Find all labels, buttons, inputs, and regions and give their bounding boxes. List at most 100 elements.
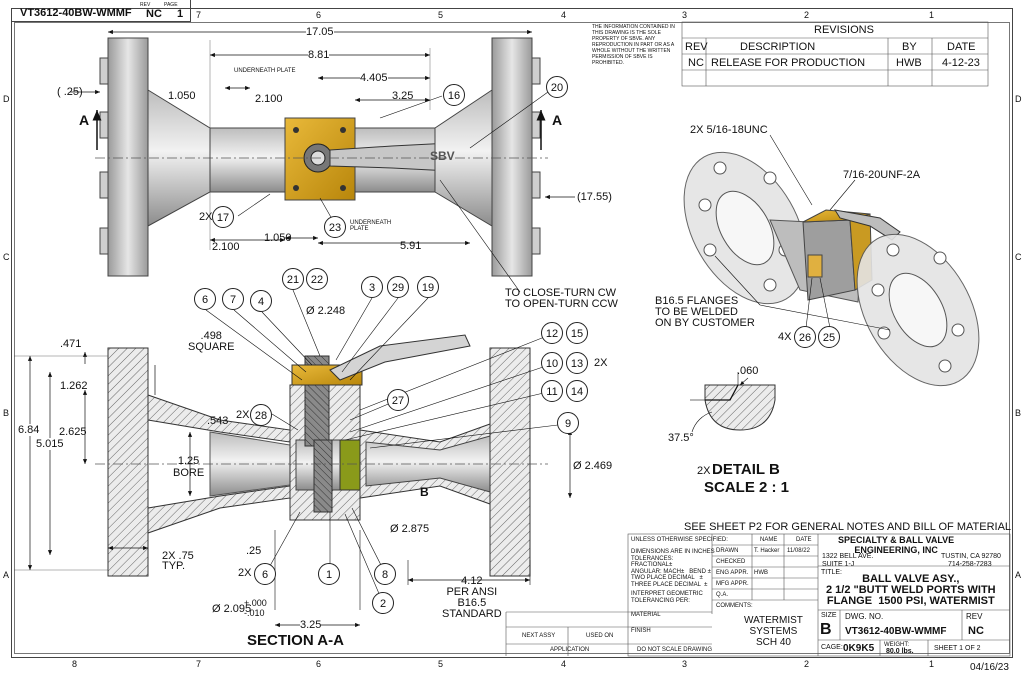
rev-header-description: DESCRIPTION <box>740 41 816 53</box>
note-2x-13: 2X <box>594 357 608 369</box>
note-flange-weld: B16.5 FLANGES TO BE WELDED ON BY CUSTOME… <box>655 295 755 329</box>
dim-d25: ( .25) <box>57 86 83 98</box>
balloon-9: 9 <box>557 412 579 434</box>
balloon-3: 3 <box>361 276 383 298</box>
dim-2095-tol-plus: +.000 <box>244 598 267 608</box>
zone-bottom-4: 4 <box>561 659 567 669</box>
tb-cage-label: CAGE: <box>821 644 843 651</box>
tb-cage: 0K9K5 <box>843 643 875 654</box>
tb-used-on: USED ON <box>586 633 614 639</box>
dim-1262: 1.262 <box>60 380 88 392</box>
tb-eng-name: HWB <box>754 570 768 576</box>
dim-325: 3.25 <box>392 90 414 102</box>
zone-bottom-3: 3 <box>682 659 688 669</box>
note-underneath-plate-2: UNDERNEATH PLATE <box>350 220 392 232</box>
tb-address2: SUITE 1-J <box>822 561 855 568</box>
balloon-11: 11 <box>541 380 563 402</box>
zone-top-7: 7 <box>196 10 202 20</box>
zone-top-6: 6 <box>316 10 322 20</box>
rev-header-date: DATE <box>947 41 976 53</box>
tb-drawn-name: T. Hacker <box>754 548 780 554</box>
tb-mfg-appr: MFG APPR. <box>716 581 749 587</box>
tb-sheet: SHEET 1 OF 2 <box>934 645 981 652</box>
detail-b-view <box>690 372 776 433</box>
dim-2625: 2.625 <box>59 426 87 438</box>
header-page-value: 1 <box>177 8 184 20</box>
drawing-inner-border <box>14 22 1010 654</box>
zone-right-B: B <box>1015 408 1022 418</box>
tb-city: TUSTIN, CA 92780 <box>941 553 1001 560</box>
balloon-16: 16 <box>443 84 465 106</box>
rev-row-rev: NC <box>688 57 704 69</box>
dim-2469: Ø 2.469 <box>573 460 613 472</box>
dim-1050b: 1.050 <box>264 232 292 244</box>
header-block <box>11 0 191 22</box>
detail-b-prefix: 2X <box>697 465 711 477</box>
tb-next-assy: NEXT ASSY <box>522 633 556 639</box>
balloon-29: 29 <box>387 276 409 298</box>
dim-2875: Ø 2.875 <box>390 523 430 535</box>
zone-bottom-6: 6 <box>316 659 322 669</box>
section-view <box>14 289 573 628</box>
tb-unless: UNLESS OTHERWISE SPECIFIED: <box>631 537 728 543</box>
zone-bottom-1: 1 <box>929 659 935 669</box>
zone-right-A: A <box>1015 570 1022 580</box>
tb-company: SPECIALTY & BALL VALVE ENGINEERING, INC <box>838 535 955 555</box>
balloon-1: 1 <box>318 563 340 585</box>
tb-rev: NC <box>968 625 984 637</box>
zone-left-C: C <box>3 252 10 262</box>
balloon-20: 20 <box>546 76 568 98</box>
note-2x-6: 2X <box>238 567 252 579</box>
tb-drawn: DRAWN <box>716 548 739 554</box>
note-7-16-unf: 7/16-20UNF-2A <box>843 169 921 181</box>
tb-finish: FINISH <box>631 628 651 634</box>
tb-drawn-date: 11/08/22 <box>787 548 810 554</box>
zone-right-C: C <box>1015 252 1022 262</box>
tb-size-label: SIZE <box>821 612 837 619</box>
see-sheet-note: SEE SHEET P2 FOR GENERAL NOTES AND BILL … <box>684 521 1012 533</box>
zone-top-2: 2 <box>804 10 810 20</box>
dim-2095-tol-minus: -.010 <box>244 608 265 618</box>
iso-view <box>683 134 980 387</box>
top-view <box>70 29 575 293</box>
note-turn-direction: TO CLOSE-TURN CW TO OPEN-TURN CCW <box>505 287 618 310</box>
dim-684: 6.84 <box>18 424 40 436</box>
rev-row-description: RELEASE FOR PRODUCTION <box>711 57 866 69</box>
zone-top-3: 3 <box>682 10 688 20</box>
dim-overall: 17.05 <box>306 26 334 38</box>
note-4x: 4X <box>778 331 792 343</box>
note-2x-28: 2X <box>236 409 250 421</box>
header-rev-value: NC <box>146 8 162 20</box>
zone-left-D: D <box>3 94 10 104</box>
header-rev-label: REV <box>140 2 151 8</box>
dim-2100b: 2.100 <box>212 241 240 253</box>
balloon-27: 27 <box>387 389 409 411</box>
tb-weight: 80.0 lbs. <box>886 648 914 655</box>
balloon-15: 15 <box>566 322 588 344</box>
balloon-14: 14 <box>566 380 588 402</box>
drawing-border <box>11 8 1013 658</box>
tb-dimensions: DIMENSIONS ARE IN INCHES TOLERANCES: FRA… <box>631 549 715 588</box>
dim-125-bore: 1.25 BORE <box>173 455 205 479</box>
balloon-12: 12 <box>541 322 563 344</box>
balloon-8: 8 <box>374 563 396 585</box>
zone-top-1: 1 <box>929 10 935 20</box>
zone-bottom-7: 7 <box>196 659 202 669</box>
dim-2100a: 2.100 <box>255 93 283 105</box>
balloon-23: 23 <box>324 216 346 238</box>
rev-header-by: BY <box>902 41 917 53</box>
zone-top-4: 4 <box>561 10 567 20</box>
zone-left-B: B <box>3 408 10 418</box>
rev-row-by: HWB <box>896 57 922 69</box>
balloon-2: 2 <box>372 592 394 614</box>
footer-date: 04/16/23 <box>970 662 1009 673</box>
note-2x-17: 2X <box>199 211 213 223</box>
dim-5015: 5.015 <box>36 438 64 450</box>
balloon-28: 28 <box>250 404 272 426</box>
tb-material: MATERIAL <box>631 612 661 618</box>
tb-dwg-no: VT3612-40BW-WMMF <box>845 626 947 637</box>
balloon-10: 10 <box>541 352 563 374</box>
balloon-13: 13 <box>566 352 588 374</box>
revisions-title: REVISIONS <box>814 24 874 36</box>
